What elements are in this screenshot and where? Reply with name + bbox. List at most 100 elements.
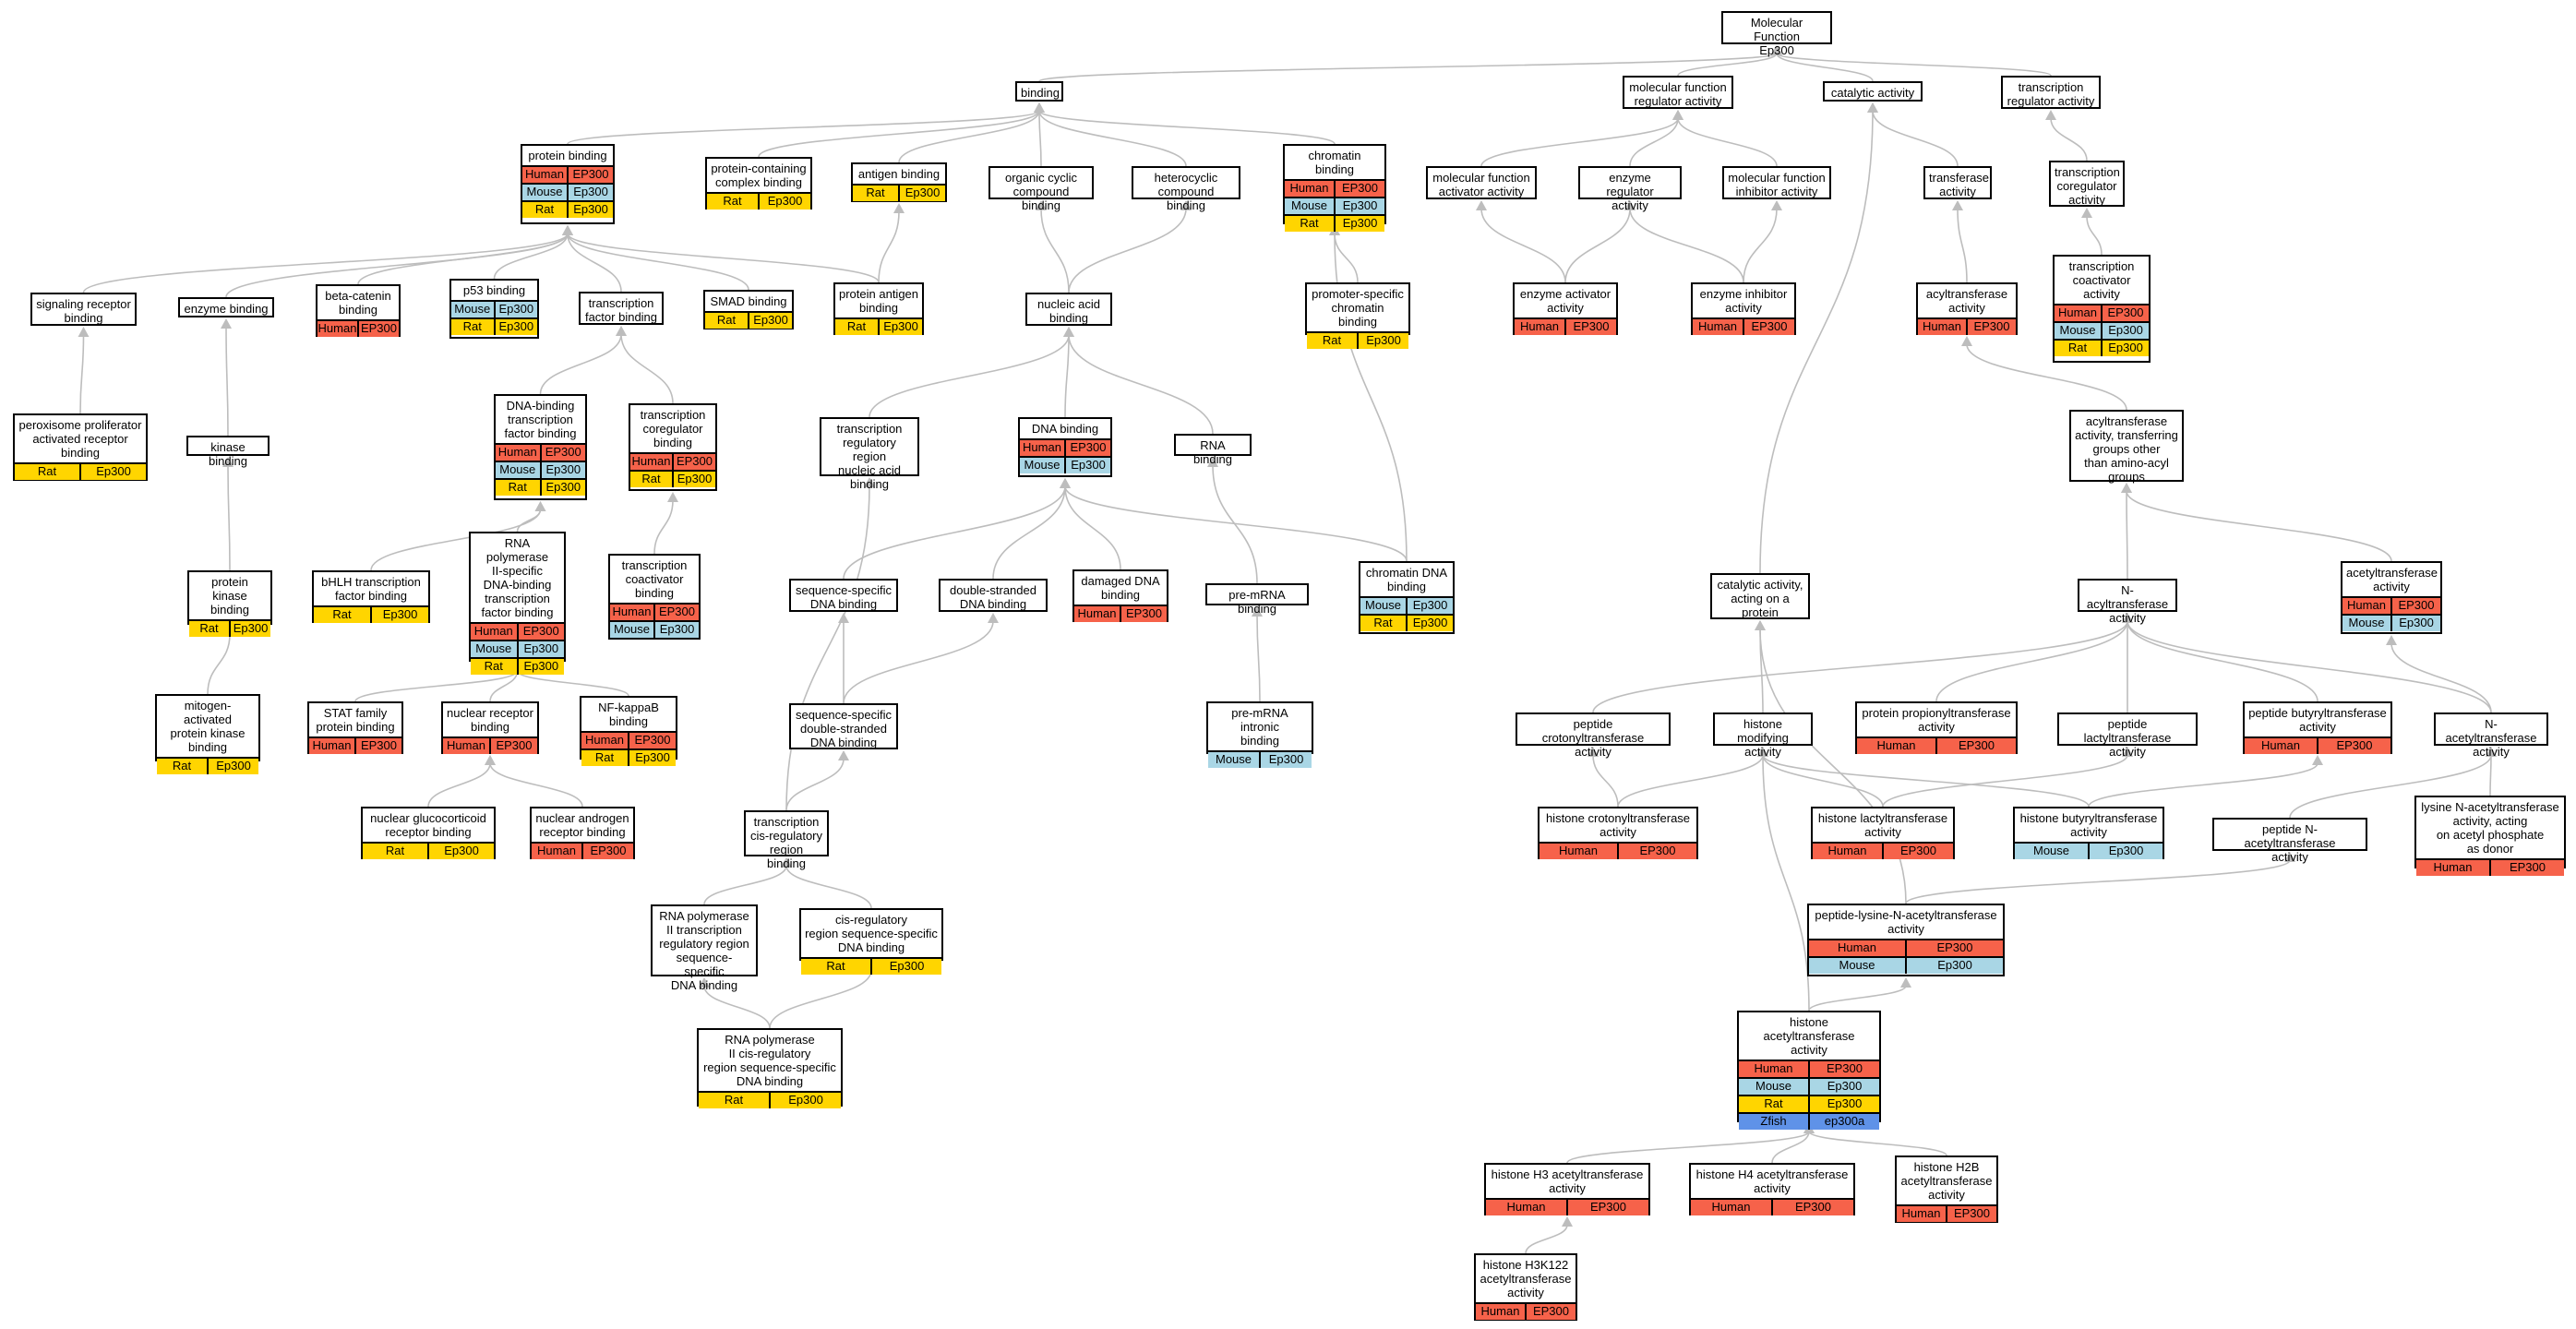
node-label-line: DNA binding	[837, 940, 905, 954]
go-term-node-rnab[interactable]: RNA binding	[1174, 434, 1252, 466]
go-term-node-kinb[interactable]: kinase binding	[186, 436, 270, 468]
gene-cell: EP300	[539, 445, 586, 461]
edge-arrowhead	[2081, 208, 2092, 218]
node-label-line: activity	[1887, 922, 1924, 936]
species-cell: Human	[1901, 1206, 1941, 1220]
node-label-line: transcription	[2068, 259, 2135, 273]
node-label-line: groups other	[2092, 442, 2161, 456]
gene-cell: EP300	[2317, 738, 2390, 754]
node-label-line: double-stranded	[950, 583, 1036, 597]
go-term-node-enzb[interactable]: enzyme binding	[178, 297, 274, 317]
node-label-line: beta-catenin	[325, 289, 391, 303]
go-term-node-binding[interactable]: binding	[1015, 81, 1063, 102]
edge-line	[1068, 334, 1214, 435]
go-term-node-premrna[interactable]: pre-mRNA binding	[1205, 583, 1309, 616]
edge-line	[843, 485, 1066, 580]
edge-arrowhead	[1034, 102, 1045, 113]
species-cell: Rat	[37, 464, 57, 478]
species-cell: Rat	[534, 202, 555, 216]
go-term-node-catalytic[interactable]: catalytic activity	[1823, 81, 1923, 102]
edge-line	[653, 499, 674, 555]
